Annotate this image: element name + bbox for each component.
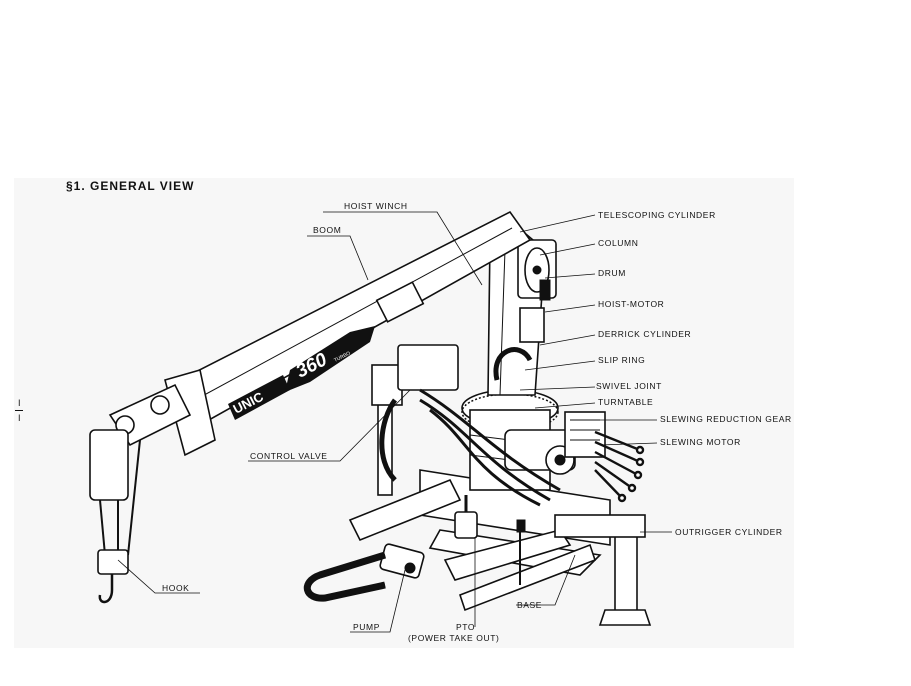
margin-mark-top: I	[18, 398, 21, 408]
label-slewing-motor: SLEWING MOTOR	[660, 437, 741, 447]
leader-lines	[117, 211, 672, 633]
label-hook: HOOK	[162, 583, 189, 593]
label-boom: BOOM	[313, 225, 341, 235]
crane-illustration: UNIC 360 TURBO	[89, 210, 652, 626]
label-hoist-motor: HOIST-MOTOR	[598, 299, 664, 309]
brand-plate	[228, 375, 290, 420]
model-plate	[285, 326, 375, 392]
label-pump: PUMP	[353, 622, 380, 632]
label-slewing-reduction-gear: SLEWING REDUCTION GEAR	[660, 414, 792, 424]
label-base: BASE	[517, 600, 542, 610]
label-outrigger-cylinder: OUTRIGGER CYLINDER	[675, 527, 783, 537]
label-pto-full: (POWER TAKE OUT)	[408, 633, 499, 643]
label-turntable: TURNTABLE	[598, 397, 653, 407]
label-swivel-joint: SWIVEL JOINT	[596, 381, 662, 391]
label-derrick-cylinder: DERRICK CYLINDER	[598, 329, 691, 339]
label-column: COLUMN	[598, 238, 638, 248]
hook-block	[89, 383, 192, 604]
label-telescoping-cylinder: TELESCOPING CYLINDER	[598, 210, 716, 220]
page-title: §1. GENERAL VIEW	[66, 179, 194, 193]
label-drum: DRUM	[598, 268, 626, 278]
column	[487, 224, 557, 396]
label-slip-ring: SLIP RING	[598, 355, 645, 365]
margin-divider	[15, 410, 23, 411]
slewing-unit	[504, 411, 645, 503]
label-hoist-winch: HOIST WINCH	[344, 201, 408, 211]
pump	[304, 495, 478, 602]
label-control-valve: CONTROL VALVE	[250, 451, 328, 461]
label-pto: PTO	[456, 622, 475, 632]
callout-labels: HOIST WINCH BOOM TELESCOPING CYLINDER CO…	[162, 201, 792, 643]
margin-mark-bottom: I	[18, 413, 21, 423]
control-valve	[379, 344, 561, 507]
